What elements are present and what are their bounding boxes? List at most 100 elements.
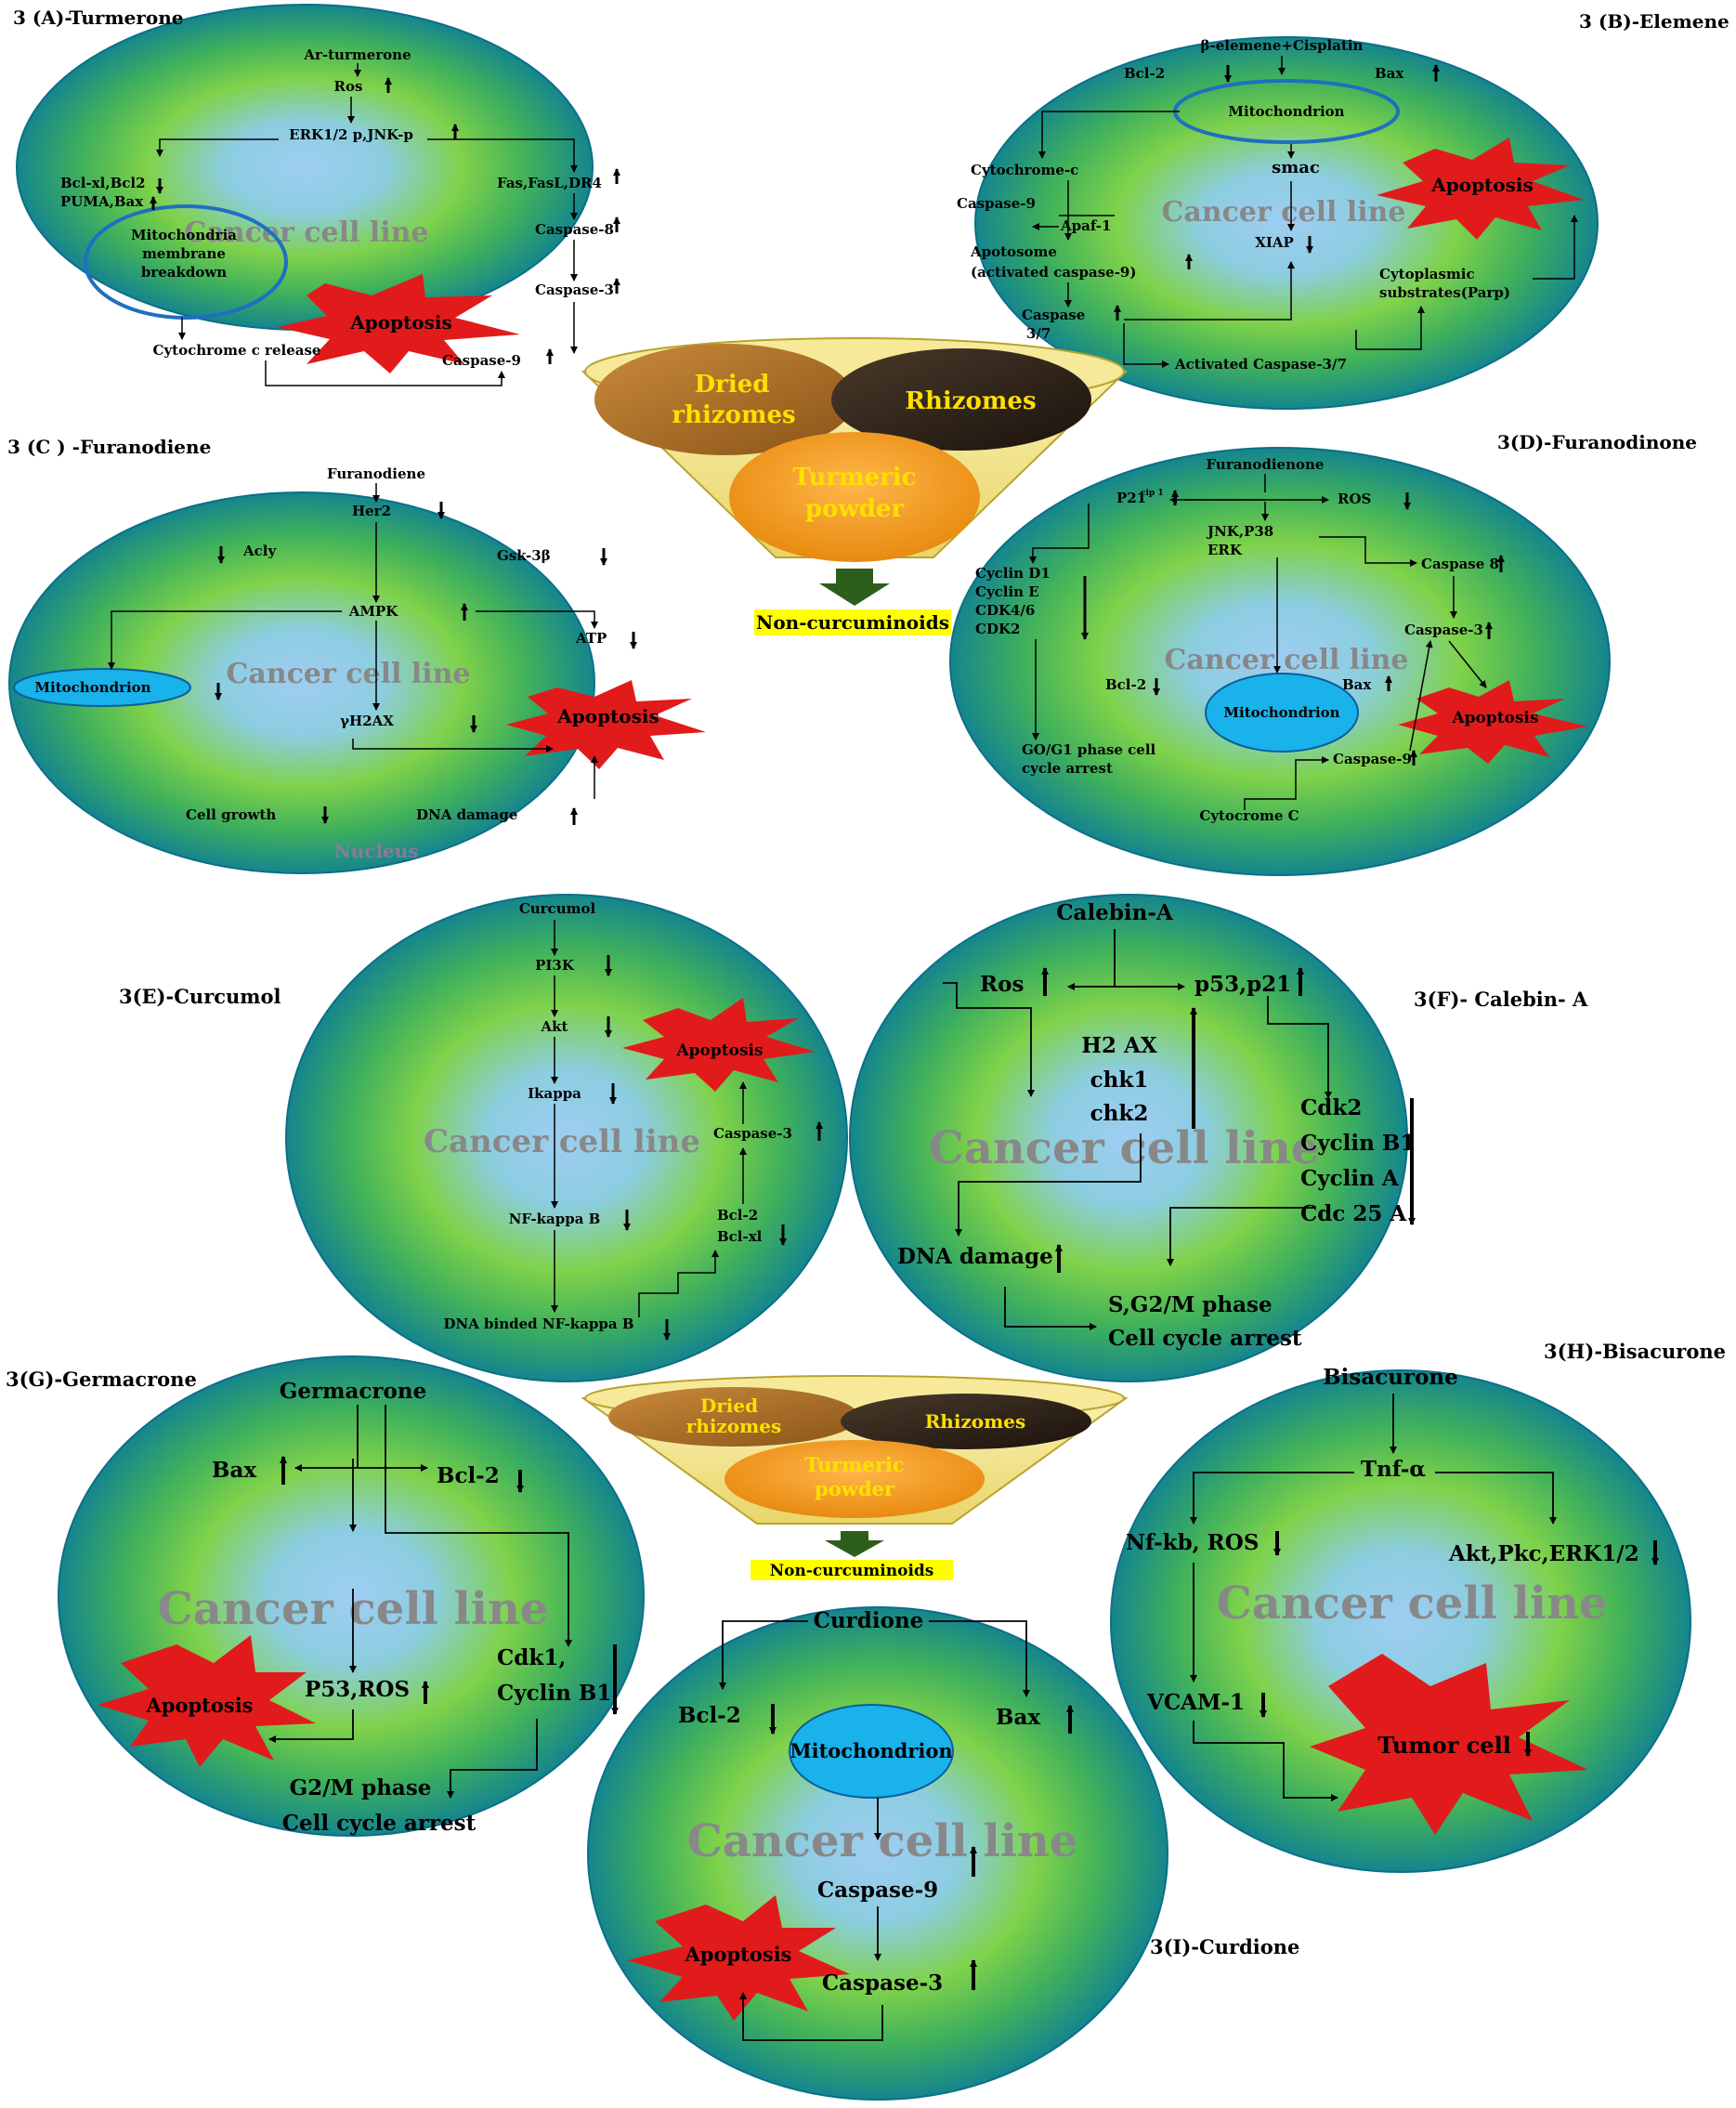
node-c-start: Furanodiene	[327, 465, 425, 482]
node-ar-turmerone: Ar-turmerone	[303, 46, 411, 63]
node-mito-1: Mitochondria	[131, 227, 237, 243]
turmeric-powder-image	[729, 432, 980, 562]
apoptosis-label-c: Apoptosis	[556, 705, 659, 727]
node-b-casp37-2: 3/7	[1026, 325, 1051, 342]
tumor-cell-label-h: Tumor cell	[1377, 1732, 1511, 1759]
cell-a-watermark: Cancer cell line	[184, 216, 428, 249]
dried-rhizomes-line-1: Dried	[695, 371, 770, 399]
funnel-bottom: Dried rhizomes Rhizomes Turmeric powder …	[581, 1375, 1129, 1580]
node-e-casp3: Caspase-3	[713, 1125, 792, 1142]
node-f-cdk-2: Cyclin B1	[1300, 1131, 1415, 1156]
node-d-cyto: Cytocrome C	[1199, 807, 1299, 824]
node-d-cyclin-1: Cyclin D1	[975, 565, 1051, 582]
cell-e-watermark: Cancer cell line	[424, 1123, 700, 1160]
node-b-apotosome-1: Apotosome	[970, 243, 1057, 260]
apoptosis-label-e: Apoptosis	[675, 1041, 763, 1060]
cell-b-watermark: Cancer cell line	[1161, 196, 1405, 229]
node-e-bcl-1: Bcl-2	[717, 1207, 758, 1224]
rhizomes-label: Rhizomes	[905, 387, 1036, 415]
panel-b-title: 3 (B)-Elemene	[1579, 10, 1729, 33]
node-b-cytoplasmic-2: substrates(Parp)	[1379, 284, 1510, 301]
node-b-start: β-elemene+Cisplatin	[1201, 37, 1364, 54]
apoptosis-label-a: Apoptosis	[349, 311, 452, 334]
node-b-apotosome-2: (activated caspase-9)	[971, 264, 1136, 281]
node-c-her2: Her2	[352, 503, 391, 519]
node-f-cdk-1: Cdk2	[1300, 1095, 1362, 1120]
panel-h-indicators	[1260, 1531, 1659, 1757]
node-f-arrest-1: S,G2/M phase	[1108, 1292, 1273, 1317]
panel-e-connectors	[551, 920, 747, 1317]
node-erk: ERK1/2 p,JNK-p	[289, 126, 413, 143]
non-curcuminoids-label-bg-top	[754, 609, 951, 635]
mito-d	[1205, 673, 1359, 753]
node-d-casp3: Caspase-3	[1404, 622, 1483, 638]
cell-d	[949, 447, 1611, 876]
cell-f-watermark: Cancer cell line	[929, 1122, 1320, 1174]
node-d-cyclin-3: CDK4/6	[975, 602, 1035, 619]
node-b-casp37-1: Caspase	[1022, 307, 1085, 323]
node-mito-2: membrane	[142, 245, 226, 262]
node-f-cdk-3: Cyclin A	[1300, 1166, 1400, 1191]
cell-c-watermark: Cancer cell line	[226, 658, 470, 690]
apoptosis-burst-c	[506, 680, 706, 769]
turmeric-powder-image-bottom	[724, 1440, 985, 1518]
node-g-cdk1-1: Cdk1,	[497, 1645, 566, 1670]
panel-i-connectors	[719, 1620, 1030, 2041]
node-h-tnf: Tnf-α	[1361, 1457, 1426, 1482]
panel-e-curcumol: Cancer cell line 3(E)-Curcumol Curcumol …	[119, 894, 848, 1382]
non-curcuminoids-label-bg-bottom	[751, 1560, 953, 1580]
dried-rhizomes-image-bottom	[608, 1387, 859, 1447]
panel-h-bisacurone: Cancer cell line 3(H)-Bisacurone Bisacur…	[1110, 1340, 1726, 1873]
cell-h-watermark: Cancer cell line	[1217, 1578, 1608, 1630]
panel-f-title: 3(F)- Calebin- A	[1414, 988, 1588, 1011]
node-g-arrest-1: G2/M phase	[290, 1775, 432, 1800]
node-i-start: Curdione	[814, 1608, 924, 1633]
panel-a-indicators	[150, 77, 620, 364]
panel-f-connectors	[943, 929, 1332, 1330]
node-c-acly: Acly	[242, 543, 277, 559]
apoptosis-burst-a	[277, 274, 520, 373]
panel-h-connectors	[1190, 1394, 1557, 1801]
node-d-jnk-2: ERK	[1207, 542, 1243, 558]
node-e-dna-nfkb: DNA binded NF-kappa B	[443, 1316, 633, 1332]
node-d-cyclin-4: CDK2	[975, 621, 1020, 637]
turmeric-powder-bottom-line-1: Turmeric	[804, 1453, 904, 1476]
node-e-nfkb: NF-kappa B	[509, 1211, 601, 1227]
node-c-gsk: Gsk-3β	[497, 547, 551, 564]
node-b-apaf: Apaf-1	[1060, 217, 1111, 234]
node-d-jnk-1: JNK,P38	[1206, 523, 1273, 540]
mito-c	[13, 668, 191, 707]
node-c-ampk: AMPK	[348, 603, 399, 620]
node-d-bax: Bax	[1342, 676, 1372, 693]
tumor-cell-burst-h	[1310, 1654, 1588, 1835]
panel-b-elemene: Cancer cell line 3 (B)-Elemene β-elemene…	[957, 10, 1729, 410]
rhizomes-image	[831, 348, 1091, 451]
panel-d-connectors	[1029, 474, 1487, 810]
node-casp3: Caspase-3	[535, 282, 614, 298]
node-d-g0-2: cycle arrest	[1022, 760, 1113, 777]
node-e-ikappa: Ikappa	[528, 1085, 581, 1102]
node-f-h2ax-1: H2 AX	[1081, 1033, 1157, 1058]
panel-c-title: 3 (C ) -Furanodiene	[7, 436, 211, 458]
node-e-bcl-2: Bcl-xl	[717, 1228, 763, 1245]
cell-i-watermark: Cancer cell line	[687, 1815, 1078, 1867]
panel-e-indicators	[605, 955, 823, 1341]
apoptosis-burst-g	[98, 1635, 316, 1767]
node-d-casp8: Caspase 8	[1421, 556, 1499, 572]
panel-c-connectors	[108, 483, 598, 799]
apoptosis-burst-d	[1398, 680, 1588, 764]
node-d-p21-sup: cip 1	[1141, 489, 1164, 498]
non-curcuminoids-label-top: Non-curcuminoids	[756, 611, 949, 634]
node-c-h2ax: γH2AX	[340, 713, 394, 729]
rhizomes-bottom-label: Rhizomes	[925, 1410, 1026, 1433]
funnel-top-arrow	[819, 569, 890, 606]
panel-g-connectors	[268, 1405, 572, 1799]
dried-rhizomes-bottom-line-2: rhizomes	[686, 1415, 782, 1437]
apoptosis-label-b: Apoptosis	[1430, 174, 1534, 196]
node-d-bcl2: Bcl-2	[1105, 676, 1146, 693]
cell-b	[974, 36, 1599, 410]
funnel-top: Dried rhizomes Rhizomes Turmeric powder …	[581, 337, 1129, 635]
cell-d-watermark: Cancer cell line	[1164, 644, 1408, 676]
node-d-p21: P21	[1116, 490, 1146, 506]
